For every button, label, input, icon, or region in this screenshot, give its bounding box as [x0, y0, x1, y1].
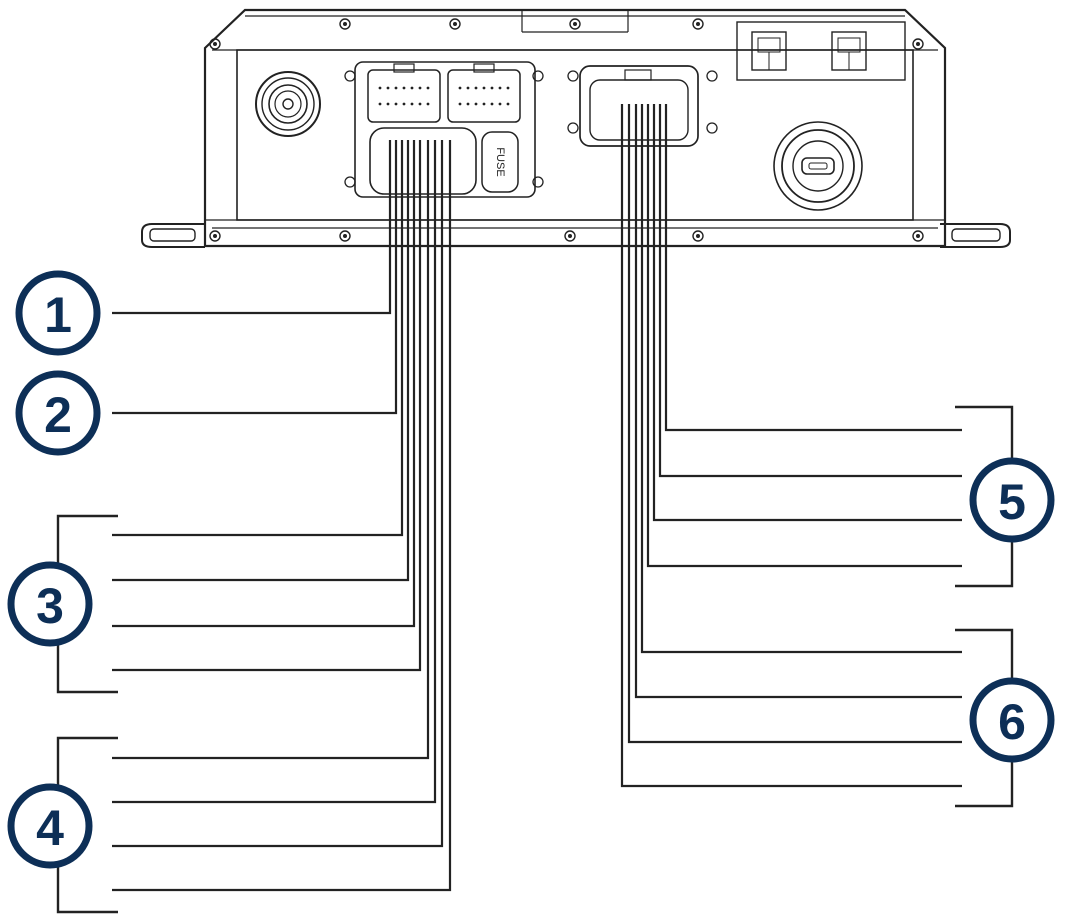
callout-4: 4: [7, 783, 93, 869]
wire: [112, 140, 392, 315]
callout-2: 2: [15, 370, 101, 456]
wire: [112, 140, 410, 582]
callout-5-label: 5: [998, 474, 1026, 530]
callouts: 1 2 3 4 5 6: [7, 270, 1055, 869]
mounting-flange-right: [940, 223, 1011, 248]
fuse-holder: [481, 131, 519, 193]
callout-5: 5: [969, 457, 1055, 543]
wire: [652, 104, 962, 522]
wire-plug-left: [369, 127, 477, 195]
screw: [344, 176, 356, 188]
wire: [634, 104, 962, 699]
inner-panel: [236, 49, 914, 221]
connector-socket: [447, 69, 521, 123]
callout-3-label: 3: [36, 578, 64, 634]
flange-slot-left: [149, 228, 196, 242]
wire: [112, 140, 452, 892]
callout-6: 6: [969, 677, 1055, 763]
screw: [532, 176, 544, 188]
housing-screws: [209, 18, 924, 242]
connector-block-right: [567, 65, 718, 147]
round-port: [773, 121, 863, 211]
callout-4-label: 4: [36, 800, 64, 856]
connector-latch: [473, 63, 495, 73]
callout-2-label: 2: [44, 387, 72, 443]
wire: [640, 104, 962, 654]
screw: [912, 38, 924, 50]
wire: [646, 104, 962, 568]
callout-3: 3: [7, 561, 93, 647]
wire-harness-right: [620, 104, 962, 788]
power-terminal: [255, 71, 321, 137]
mounting-flange-left: [141, 223, 205, 248]
screw: [339, 230, 351, 242]
screw: [567, 122, 579, 134]
flange-slot-right: [951, 228, 1001, 242]
screw: [692, 18, 704, 30]
wire: [627, 104, 962, 744]
group-brackets: [56, 405, 1014, 914]
screw: [339, 18, 351, 30]
wire: [658, 104, 962, 478]
socket-pins: [458, 86, 510, 106]
callout-6-label: 6: [998, 694, 1026, 750]
network-ports: [736, 21, 906, 81]
wire: [112, 140, 416, 628]
callout-1-label: 1: [44, 287, 72, 343]
housing-outline: [203, 8, 947, 248]
screw: [564, 230, 576, 242]
screw: [912, 230, 924, 242]
screw: [706, 122, 718, 134]
wire: [112, 140, 404, 537]
screw: [532, 70, 544, 82]
wire: [112, 140, 398, 415]
device-housing: FUSE: [141, 8, 1011, 248]
screw: [569, 18, 581, 30]
callout-1: 1: [15, 270, 101, 356]
screw: [209, 38, 221, 50]
screw: [209, 230, 221, 242]
connector-latch: [393, 63, 415, 73]
socket-pins: [378, 86, 430, 106]
screw: [449, 18, 461, 30]
wire: [112, 140, 422, 672]
screw: [692, 230, 704, 242]
wire: [112, 140, 437, 804]
screw: [567, 70, 579, 82]
wire: [620, 104, 962, 788]
wire: [112, 140, 430, 760]
connector-socket: [367, 69, 441, 123]
wire: [664, 104, 962, 432]
wire-harness-left: [112, 140, 452, 892]
screw: [706, 70, 718, 82]
fuse-label: FUSE: [494, 147, 506, 176]
connector-block-left: FUSE: [344, 61, 544, 198]
screw: [344, 70, 356, 82]
connector-latch: [624, 69, 652, 81]
wire: [112, 140, 444, 848]
